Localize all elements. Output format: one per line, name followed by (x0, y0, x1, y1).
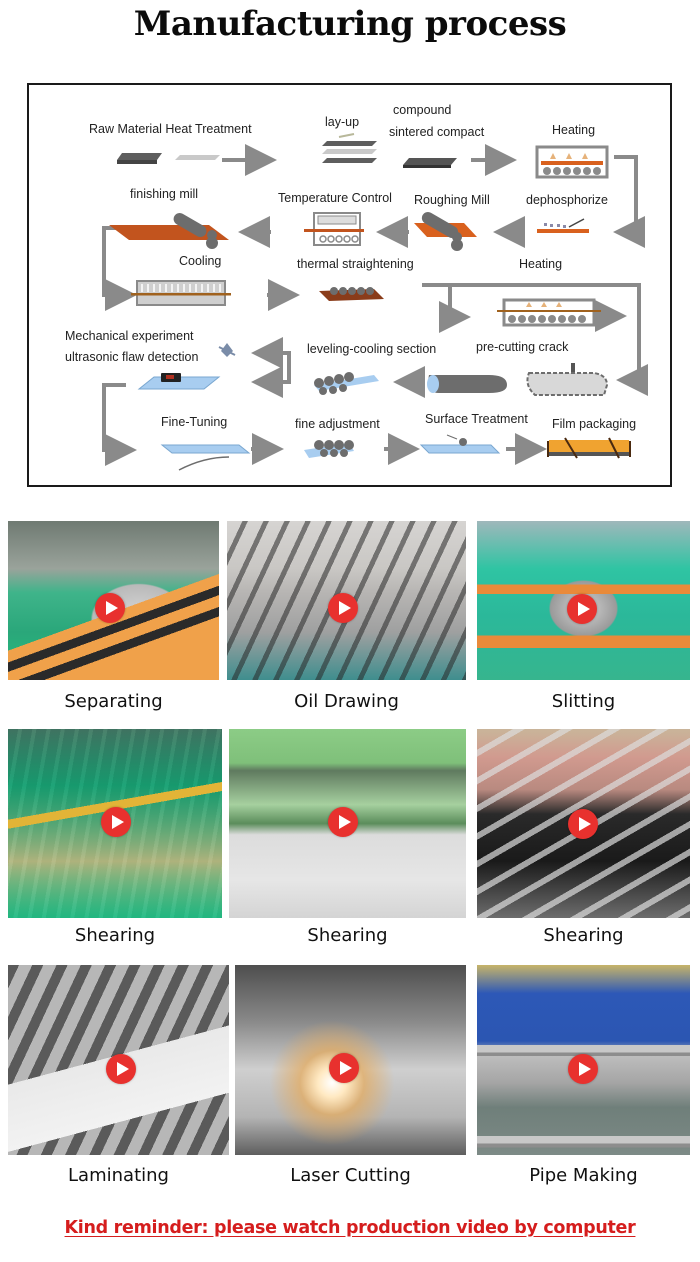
play-icon[interactable] (95, 593, 125, 623)
dephosphorize-icon (537, 218, 589, 233)
film-package-icon (547, 437, 631, 459)
label-lay-up: lay-up (325, 115, 360, 129)
label-dephosphorize: dephosphorize (526, 193, 609, 207)
play-icon[interactable] (329, 1053, 359, 1083)
video-thumbnail-shearing-2[interactable] (229, 729, 466, 918)
page-title: Manufacturing process (133, 4, 567, 44)
sintered-compact-icon (403, 158, 457, 168)
caption-separating: Separating (64, 691, 163, 712)
pre-cutting-crack-icon (526, 363, 609, 396)
caption-slitting: Slitting (551, 691, 616, 712)
play-icon[interactable] (328, 593, 358, 623)
video-thumbnail-oil-drawing[interactable] (227, 521, 466, 680)
coil-plate-icon (427, 375, 507, 393)
caption-shearing-2: Shearing (307, 925, 388, 946)
video-thumbnail-shearing-3[interactable] (477, 729, 690, 918)
play-icon[interactable] (568, 809, 598, 839)
caption-laminating: Laminating (68, 1165, 169, 1186)
heating-furnace-2-icon (497, 298, 601, 327)
label-fine-tuning: Fine-Tuning (161, 415, 228, 429)
label-surface-treatment: Surface Treatment (425, 412, 528, 426)
video-thumbnail-slitting[interactable] (477, 521, 690, 680)
play-icon[interactable] (101, 807, 131, 837)
ultrasonic-plate-icon (137, 343, 236, 390)
video-thumbnail-shearing-1[interactable] (8, 729, 222, 918)
label-pre-cutting-crack: pre-cutting crack (476, 340, 569, 354)
video-thumbnail-laser-cutting[interactable] (235, 965, 466, 1155)
label-heating-1: Heating (552, 123, 596, 137)
play-icon[interactable] (568, 1054, 598, 1084)
label-compound: compound (393, 103, 452, 117)
label-finishing-mill: finishing mill (130, 187, 199, 201)
heating-furnace-icon (535, 145, 609, 179)
label-heating-2: Heating (519, 257, 563, 271)
fine-adjustment-icon (304, 440, 354, 458)
label-ultrasonic-flaw: ultrasonic flaw detection (65, 350, 199, 364)
label-cooling: Cooling (179, 254, 222, 268)
label-roughing-mill: Roughing Mill (414, 193, 490, 207)
flow-arrows (102, 144, 648, 466)
caption-oil-drawing: Oil Drawing (294, 691, 399, 712)
caption-laser-cutting: Laser Cutting (290, 1165, 411, 1186)
probe-icon (218, 343, 236, 357)
lay-up-stack-icon (322, 133, 377, 163)
label-thermal-straightening: thermal straightening (297, 257, 414, 271)
raw-material-slabs-icon (117, 153, 220, 164)
thermal-straightening-icon (319, 287, 384, 301)
finishing-mill-icon (109, 213, 229, 249)
temperature-control-icon (304, 212, 364, 246)
label-film-packaging: Film packaging (552, 417, 637, 431)
label-temperature-control: Temperature Control (278, 191, 392, 205)
leveling-cooling-icon (314, 372, 379, 395)
label-sintered-compact: sintered compact (389, 125, 485, 139)
caption-shearing-1: Shearing (74, 925, 156, 946)
video-thumbnail-separating[interactable] (8, 521, 219, 680)
label-raw-material: Raw Material Heat Treatment (89, 122, 252, 136)
fine-tuning-plate-icon (160, 444, 251, 471)
cooling-unit-icon (131, 280, 231, 306)
process-flow-diagram: Raw Material Heat Treatment lay-up compo… (27, 83, 672, 487)
play-icon[interactable] (106, 1054, 136, 1084)
video-reminder-notice: Kind reminder: please watch production v… (64, 1218, 636, 1238)
surface-treatment-icon (419, 434, 501, 454)
caption-pipe-making: Pipe Making (529, 1165, 638, 1186)
caption-shearing-3: Shearing (543, 925, 624, 946)
label-mechanical-experiment: Mechanical experiment (65, 329, 194, 343)
video-thumbnail-laminating[interactable] (8, 965, 229, 1155)
play-icon[interactable] (567, 594, 597, 624)
label-leveling-cooling: leveling-cooling section (307, 342, 437, 356)
roughing-mill-icon (414, 212, 477, 251)
video-thumbnail-pipe-making[interactable] (477, 965, 690, 1155)
play-icon[interactable] (328, 807, 358, 837)
label-fine-adjustment: fine adjustment (295, 417, 380, 431)
process-flow-graphics (102, 133, 648, 471)
